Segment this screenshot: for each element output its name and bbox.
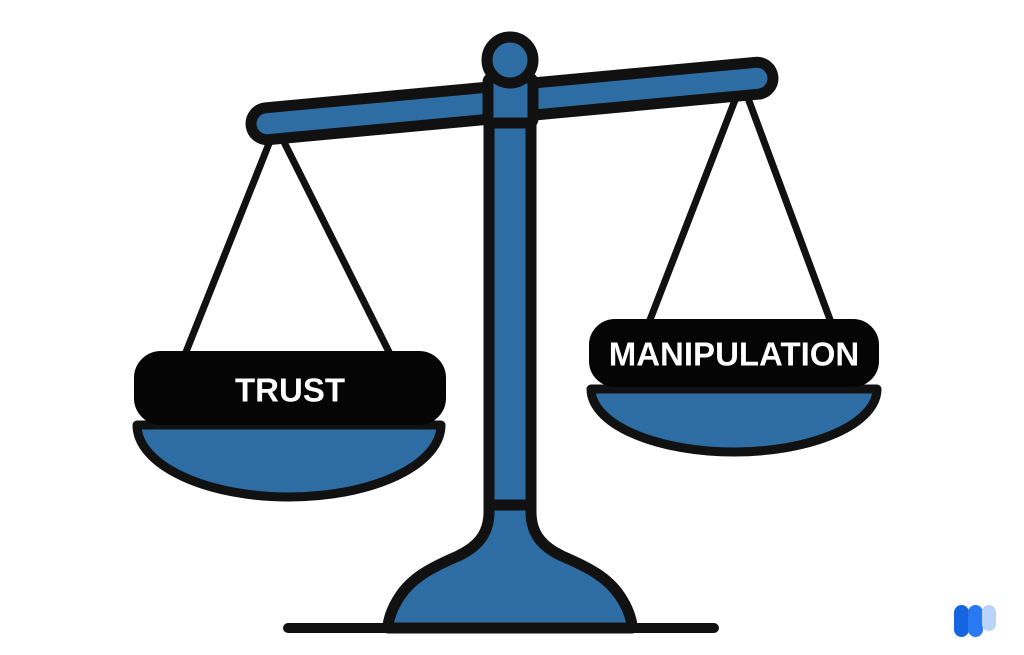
- brand-watermark: [954, 605, 996, 637]
- right-pan-label-plate[interactable]: MANIPULATION: [589, 319, 879, 387]
- left-pan-label-plate[interactable]: TRUST: [134, 351, 446, 425]
- watermark-bar-mid: [968, 605, 983, 637]
- right-pan-strings: [644, 78, 836, 329]
- watermark-bar-light: [982, 605, 996, 631]
- watermark-bar-dark: [954, 605, 969, 637]
- right-pan-label-text: MANIPULATION: [609, 336, 860, 373]
- scale-base: [382, 486, 638, 634]
- right-pan-bowl: [586, 384, 882, 457]
- center-post: [483, 109, 537, 511]
- left-pan-strings: [178, 122, 398, 366]
- pivot-knob: [481, 31, 539, 89]
- left-pan-bowl: [132, 420, 446, 502]
- left-pan-label-text: TRUST: [235, 372, 345, 409]
